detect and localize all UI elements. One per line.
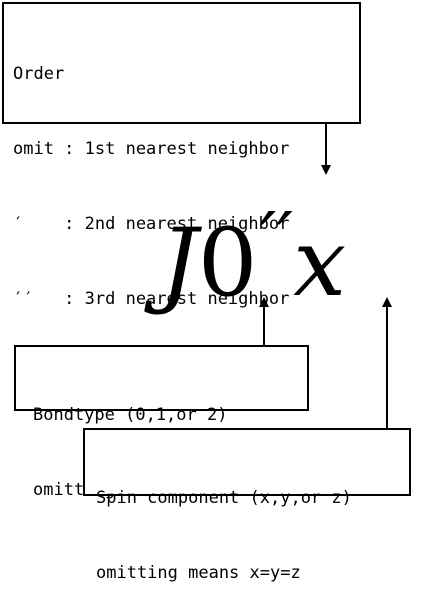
arrows-layer bbox=[259, 124, 392, 428]
bondtype-line-1: Bondtype (0,1,or 2) bbox=[33, 405, 228, 425]
order-line-2nd: ′ : 2nd nearest neighbor bbox=[13, 214, 290, 234]
order-line-1st: omit : 1st nearest neighbor bbox=[13, 139, 290, 159]
order-line-3rd: ′′ : 3rd nearest neighbor bbox=[13, 289, 290, 309]
symbol-j: J bbox=[160, 209, 198, 318]
symbol-zero: 0 bbox=[197, 209, 258, 318]
order-line-title: Order bbox=[13, 64, 65, 84]
spin-line-2: omitting means x=y=z bbox=[96, 563, 301, 583]
coupling-symbol: J0′′x bbox=[160, 180, 430, 318]
spin-legend-box: Spin component (x,y,or z) omitting means… bbox=[83, 428, 411, 583]
symbol-prime: ′′ bbox=[259, 197, 294, 283]
order-legend-box: Order omit : 1st nearest neighbor ′ : 2n… bbox=[2, 2, 361, 309]
symbol-x: x bbox=[293, 209, 347, 318]
bondtype-legend-box: Bondtype (0,1,or 2) omitting means 0=1=2 bbox=[14, 345, 309, 500]
spin-line-1: Spin component (x,y,or z) bbox=[96, 488, 352, 508]
